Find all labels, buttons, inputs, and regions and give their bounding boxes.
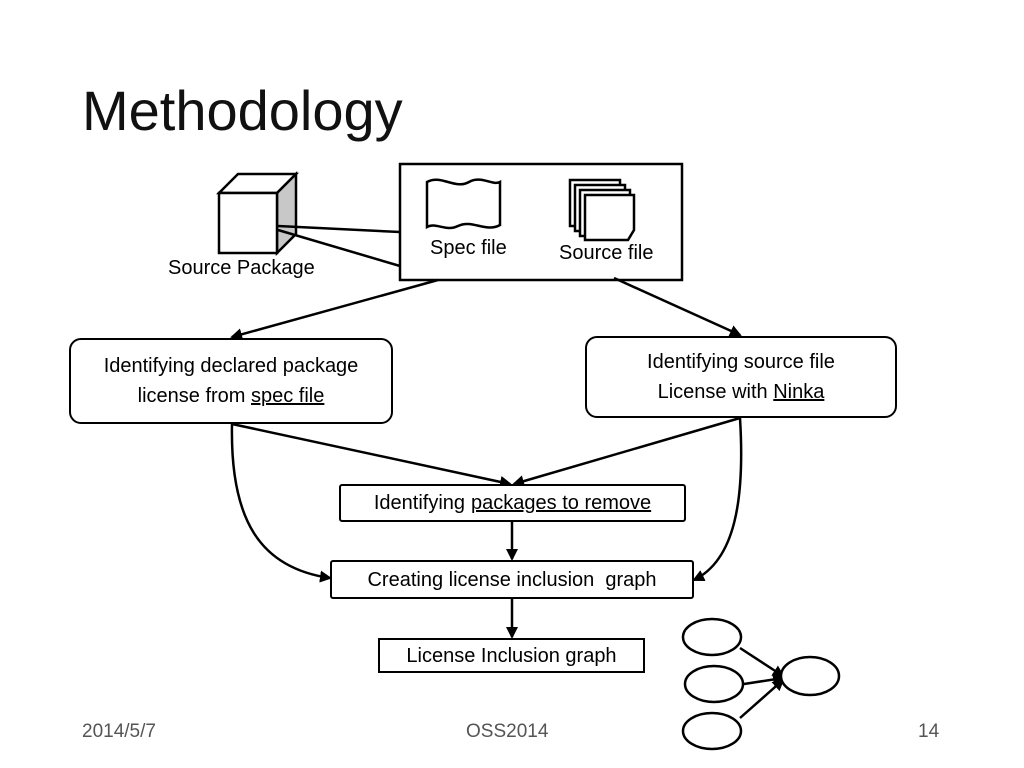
source-package-label: Source Package bbox=[168, 257, 315, 279]
graph-node bbox=[681, 711, 743, 751]
slide-title: Methodology bbox=[82, 79, 403, 142]
arrow-ninka-to-graph bbox=[692, 417, 743, 582]
license-inclusion-graph-box: License Inclusion graph bbox=[378, 638, 645, 673]
declared-license-line2: license from spec file bbox=[137, 385, 325, 407]
package-contents-frame bbox=[398, 162, 684, 282]
packages-to-remove-box: Identifying packages to remove bbox=[339, 484, 686, 522]
spec-file-icon bbox=[425, 178, 502, 230]
graph-node bbox=[779, 655, 841, 697]
footer-event: OSS2014 bbox=[466, 721, 549, 742]
source-package-icon bbox=[215, 170, 300, 257]
arrow-spec-to-declared bbox=[230, 278, 439, 341]
graph-node bbox=[681, 617, 743, 657]
source-license-box: Identifying source file License with Nin… bbox=[585, 336, 897, 418]
graph-node bbox=[683, 664, 745, 704]
source-license-line1: Identifying source file bbox=[647, 351, 835, 373]
footer-date: 2014/5/7 bbox=[82, 721, 156, 742]
declared-license-box: Identifying declared package license fro… bbox=[69, 338, 393, 424]
flow-arrows bbox=[230, 276, 743, 639]
source-file-label: Source file bbox=[559, 242, 654, 264]
ninka-link: Ninka bbox=[773, 381, 825, 403]
arrow-ninka-to-remove bbox=[512, 416, 741, 487]
footer-page-number: 14 bbox=[918, 721, 940, 742]
spec-file-label: Spec file bbox=[430, 237, 507, 259]
arrow-declared-to-remove bbox=[231, 422, 512, 488]
create-graph-box: Creating license inclusion graph bbox=[330, 560, 694, 599]
arrow-declared-to-graph bbox=[230, 423, 332, 583]
declared-license-line1: Identifying declared package bbox=[103, 355, 359, 377]
inclusion-graph-illustration bbox=[681, 617, 841, 751]
packages-to-remove-link: packages to remove bbox=[471, 492, 652, 514]
source-files-icon bbox=[568, 178, 636, 242]
arrow-source-to-ninka bbox=[613, 276, 742, 337]
callout-lines bbox=[277, 224, 401, 268]
spec-file-link: spec file bbox=[251, 385, 325, 407]
source-license-line2: License with Ninka bbox=[657, 381, 825, 403]
